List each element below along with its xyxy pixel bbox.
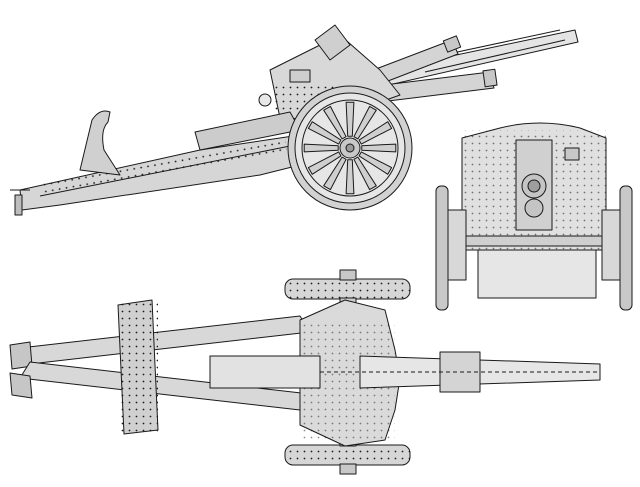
wheel-spoke: [307, 151, 342, 175]
wheel-spoke: [358, 121, 393, 145]
top-trail-lower: [9, 361, 311, 411]
wheel-spoke: [345, 101, 355, 137]
front-wheel-right: [601, 185, 633, 311]
top-view: [9, 269, 601, 475]
side-trail: [10, 111, 321, 216]
wheel-spoke: [303, 143, 339, 153]
top-trail-brace: [117, 299, 159, 435]
top-wheel-lower: [284, 444, 411, 475]
wheel-spoke: [361, 143, 397, 153]
top-barrel: [209, 351, 601, 393]
front-barrel: [515, 139, 580, 231]
wheel-spoke: [353, 105, 377, 140]
wheel-spoke: [358, 151, 393, 175]
side-wheel: [287, 85, 413, 211]
wheel-spoke: [353, 156, 377, 191]
wheel-spoke: [307, 121, 342, 145]
front-wheel-left: [435, 185, 467, 311]
wheel-spoke: [345, 159, 355, 195]
top-wheel-upper: [284, 269, 411, 300]
side-spade: [79, 110, 121, 176]
side-view: [10, 24, 579, 216]
front-apron: [477, 249, 597, 299]
wheel-spoke: [323, 105, 347, 140]
wheel-spoke: [323, 156, 347, 191]
front-view: [435, 122, 633, 311]
